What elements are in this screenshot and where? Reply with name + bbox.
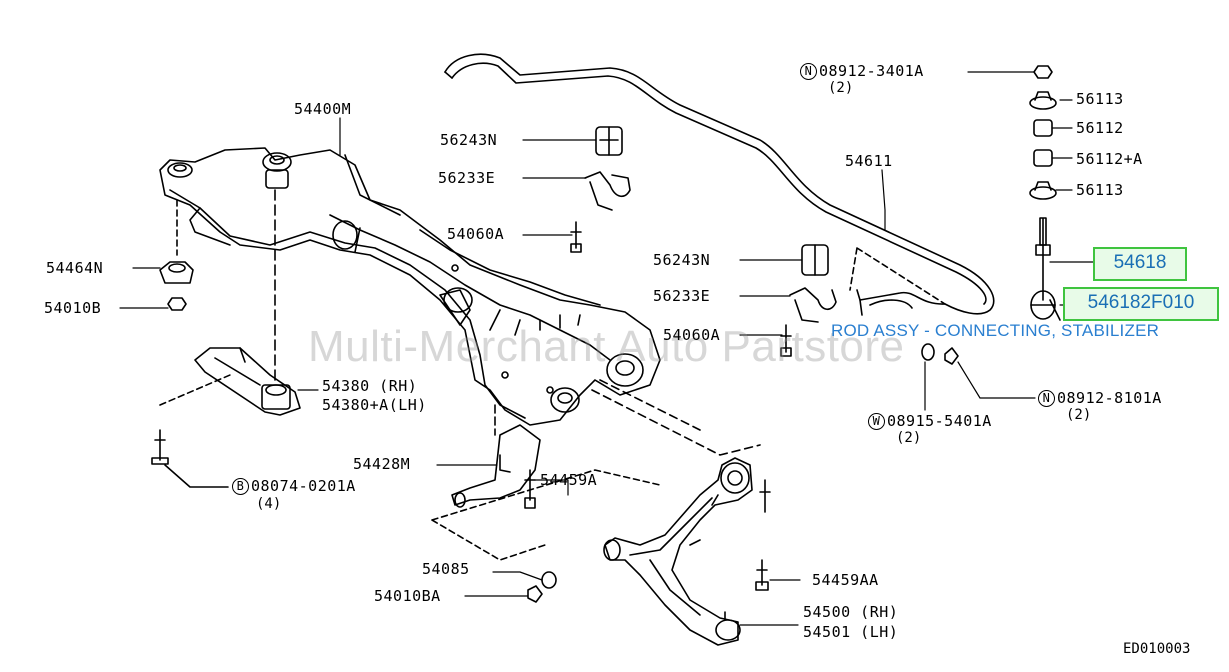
- label-54459a: 54459A: [540, 471, 598, 489]
- clamp-56233e-right: [789, 287, 837, 323]
- circle-n-symbol: N: [800, 63, 817, 80]
- qty-08915-5401a: (2): [896, 430, 922, 446]
- link-hardware-stack: [1029, 65, 1061, 321]
- label-54085: 54085: [422, 560, 470, 578]
- circle-b-symbol: B: [232, 478, 249, 495]
- label-54464n: 54464N: [46, 259, 104, 277]
- crossmember-frame: [159, 147, 661, 426]
- label-54060a-left: 54060A: [447, 225, 505, 243]
- label-08074-0201a-text: 08074-0201A: [251, 477, 356, 495]
- label-08912-8101a-text: 08912-8101A: [1057, 389, 1162, 407]
- qty-08074-0201a: (4): [256, 496, 282, 512]
- mount-bracket-54380: [159, 189, 301, 416]
- dashed-leader-arm-mount: [591, 379, 761, 456]
- label-54010b: 54010B: [44, 299, 102, 317]
- bolt-54459aa: [755, 479, 771, 591]
- label-08912-3401a-text: 08912-3401A: [819, 62, 924, 80]
- dashed-bar-outline: [849, 247, 946, 305]
- bushing-56243n-left: [595, 126, 623, 156]
- label-54060a-right: 54060A: [663, 326, 721, 344]
- label-54428m: 54428M: [353, 455, 411, 473]
- bracket-54428m: [451, 404, 541, 509]
- stabilizer-bar: [444, 53, 995, 316]
- label-54010ba: 54010BA: [374, 587, 441, 605]
- label-08915-5401a-text: 08915-5401A: [887, 412, 992, 430]
- label-56113-top: 56113: [1076, 90, 1124, 108]
- label-54459aa: 54459AA: [812, 571, 879, 589]
- label-56112a: 56112+A: [1076, 150, 1143, 168]
- label-54380-rh: 54380 (RH): [322, 377, 418, 395]
- leader-lines: [119, 71, 1094, 626]
- label-54500-rh: 54500 (RH): [803, 603, 899, 621]
- bolt-54060a-right: [780, 324, 792, 357]
- bolt-54060a-left: [570, 221, 582, 253]
- label-56113-bottom: 56113: [1076, 181, 1124, 199]
- label-56233e-right: 56233E: [653, 287, 711, 305]
- diagram-code: ED010003: [1123, 641, 1191, 657]
- circle-w-symbol: W: [868, 413, 885, 430]
- label-56233e-left: 56233E: [438, 169, 496, 187]
- bolt-08074: [151, 429, 229, 488]
- label-54400m: 54400M: [294, 100, 352, 118]
- highlight-546182f010[interactable]: 546182F010: [1063, 287, 1219, 321]
- label-54611: 54611: [845, 152, 893, 170]
- dashed-group-lower-left: [431, 469, 661, 561]
- qty-08912-8101a: (2): [1066, 407, 1092, 423]
- part-description: ROD ASSY - CONNECTING, STABILIZER: [831, 321, 1160, 340]
- label-54501-lh: 54501 (LH): [803, 623, 899, 641]
- mount-insulator-54464n: [159, 199, 194, 311]
- lower-control-arm: [603, 457, 753, 646]
- label-56243n-right: 56243N: [653, 251, 711, 269]
- highlight-54618[interactable]: 54618: [1093, 247, 1187, 281]
- qty-08912-3401a: (2): [828, 80, 854, 96]
- bushing-56243n-right: [801, 244, 829, 276]
- label-56243n-left: 56243N: [440, 131, 498, 149]
- washer-and-nut-lower: [921, 343, 959, 365]
- clamp-56233e-left: [584, 171, 631, 211]
- label-54380a-lh: 54380+A(LH): [322, 396, 427, 414]
- label-56112: 56112: [1076, 119, 1124, 137]
- circle-n-symbol: N: [1038, 390, 1055, 407]
